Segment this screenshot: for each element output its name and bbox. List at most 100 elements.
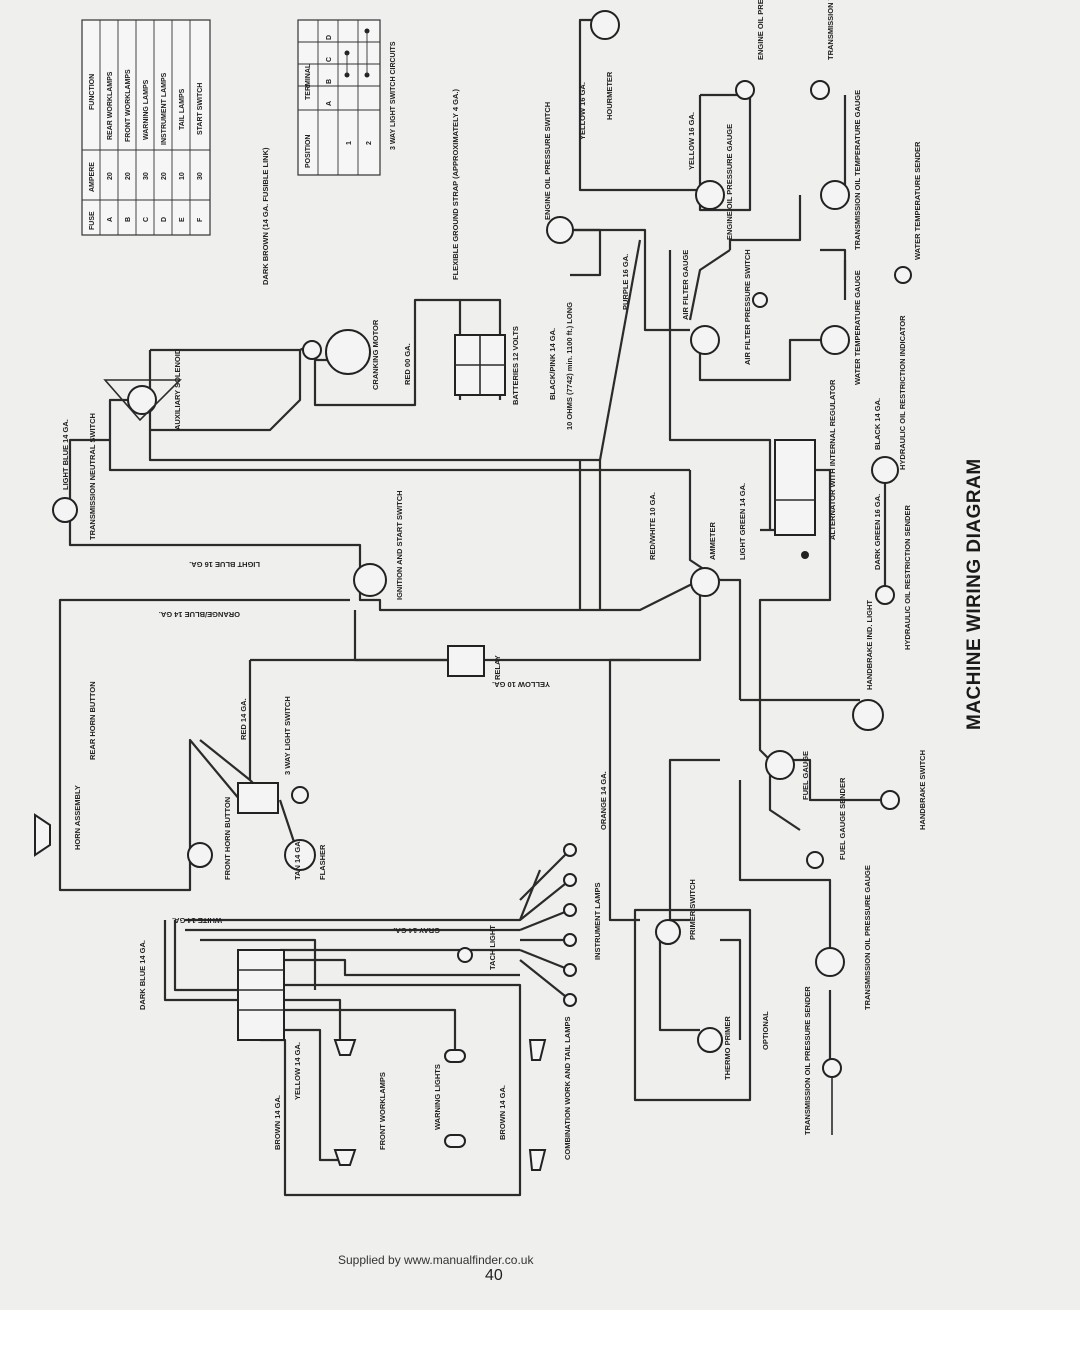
label: DARK GREEN 16 GA. [873, 494, 882, 570]
position-1: 1 [346, 141, 353, 145]
fuse-cell: C [143, 217, 150, 222]
handbrake-indicator-icon [852, 699, 884, 731]
warning-light-icon [444, 1049, 466, 1063]
label: ORANGE 14 GA. [599, 771, 608, 830]
fuse-header: FUSE [89, 211, 96, 230]
switch-table-frame [297, 19, 381, 176]
label: DARK BROWN (14 GA. FUSIBLE LINK) [261, 147, 270, 285]
label: YELLOW 14 GA. [293, 1042, 302, 1100]
ammeter-icon [690, 567, 720, 597]
primer-switch-icon [655, 919, 681, 945]
label: ENGINE OIL PRESSURE GAUGE [725, 124, 734, 240]
label: AUXILIARY SOLENOID [173, 348, 182, 430]
ignition-switch-icon [353, 563, 387, 597]
label: TRANSMISSION OIL PRESSURE GAUGE [863, 865, 872, 1010]
fuse-cell: 10 [179, 172, 186, 180]
label: CRANKING MOTOR [371, 319, 380, 390]
label: 10 OHMS (7742) min. 1100 ft.) LONG [565, 302, 574, 430]
alternator-icon [774, 439, 816, 536]
label: AMMETER [708, 522, 717, 560]
fuse-cell: START SWITCH [197, 83, 204, 135]
light-switch-icon [237, 782, 279, 814]
page-number: 40 [485, 1267, 503, 1284]
fuse-cell: WARNING LAMPS [143, 79, 150, 140]
air-filter-gauge-icon [690, 325, 720, 355]
terminal-d: D [326, 35, 333, 40]
label: HOURMETER [605, 71, 614, 120]
label: RED 00 GA. [403, 343, 412, 385]
relay-icon [447, 645, 485, 677]
instrument-lamp-icon [563, 993, 577, 1007]
flasher-icon [284, 839, 316, 871]
label: AIR FILTER GAUGE [681, 250, 690, 320]
label: WARNING LIGHTS [433, 1064, 442, 1130]
label: COMBINATION WORK AND TAIL LAMPS [563, 1017, 572, 1160]
label: PRIMER SWITCH [688, 879, 697, 940]
labels: YELLOW 16 GA. HOURMETER ENGINE OIL PRESS… [61, 0, 927, 1160]
fuse-cell: E [179, 217, 186, 222]
label: THERMO PRIMER [723, 1016, 732, 1080]
wires [58, 18, 887, 1197]
label: FUEL GAUGE [801, 751, 810, 800]
switch-table: TERMINAL POSITION A B C D 1 2 3 WAY LIGH… [297, 19, 397, 176]
label: TRANSMISSION OIL PRESSURE SENDER [803, 986, 812, 1135]
label: HYDRAULIC OIL RESTRICTION INDICATOR [898, 315, 907, 470]
label: OPTIONAL [761, 1011, 770, 1050]
trans-oil-sender-icon [822, 1058, 842, 1078]
label: LIGHT BLUE 14 GA. [61, 419, 70, 490]
fuel-gauge-icon [765, 750, 795, 780]
warning-light-icon [444, 1134, 466, 1148]
fuse-cell: 30 [197, 172, 204, 180]
engine-oil-sender-icon [735, 80, 755, 100]
fuse-cell: D [161, 217, 168, 222]
combination-lamp-icon [528, 1149, 547, 1171]
handbrake-switch-icon [880, 790, 900, 810]
label: WATER TEMPERATURE SENDER [913, 141, 922, 260]
label: TRANSMISSION NEUTRAL SWITCH [88, 413, 97, 540]
bottom-strip [0, 1310, 1080, 1356]
cranking-motor-icon [325, 329, 371, 375]
switch-table-caption: 3 WAY LIGHT SWITCH CIRCUITS [390, 41, 397, 150]
position-header: POSITION [305, 135, 312, 168]
terminal-b: B [326, 79, 333, 84]
fuse-cell: 20 [161, 172, 168, 180]
label: TAN 14 GA. [293, 839, 302, 880]
front-worklamp-icon [333, 1039, 357, 1056]
label: GRAY 14 GA. [393, 926, 440, 935]
label: FLASHER [318, 844, 327, 880]
fuse-cell: A [107, 217, 114, 222]
label: TRANSMISSION OIL TEMPERATURE GAUGE [853, 90, 862, 250]
label: YELLOW 16 GA. [578, 82, 587, 140]
trans-temp-sender-icon [810, 80, 830, 100]
label: RELAY [493, 655, 502, 680]
label: PURPLE 16 GA. [621, 254, 630, 310]
terminal-header: TERMINAL [305, 63, 312, 100]
footer-credit: Supplied by www.manualfinder.co.uk [338, 1253, 534, 1267]
label: HANDBRAKE SWITCH [918, 750, 927, 830]
terminal-a: A [326, 101, 333, 106]
water-temp-gauge-icon [820, 325, 850, 355]
label: RED 14 GA. [239, 698, 248, 740]
trans-oil-gauge-icon [815, 947, 845, 977]
engine-oil-gauge-icon [695, 180, 725, 210]
trans-neutral-switch-icon [52, 497, 78, 523]
thermo-primer-icon [697, 1027, 723, 1053]
fuse-cell: 30 [143, 172, 150, 180]
label: TRANSMISSION TEMPERATURE SENDER [826, 0, 835, 60]
instrument-lamp-icon [563, 843, 577, 857]
trans-temp-gauge-icon [820, 180, 850, 210]
label: HANDBRAKE IND. LIGHT [865, 600, 874, 690]
front-worklamp-icon [333, 1149, 357, 1166]
label: TACH LIGHT [488, 925, 497, 970]
fuse-block-icon [237, 949, 285, 1041]
components [34, 10, 912, 1171]
combination-lamp-icon [528, 1039, 547, 1061]
fuse-table-frame [81, 19, 211, 236]
fuse-cell: INSTRUMENT LAMPS [161, 72, 168, 145]
instrument-lamp-icon [563, 873, 577, 887]
terminal-c: C [326, 57, 333, 62]
label: BROWN 14 GA. [498, 1085, 507, 1140]
label: ALTERNATOR WITH INTERNAL REGULATOR [828, 379, 837, 540]
wiring-diagram: FUSE AMPERE FUNCTION A 20 REAR WORKLAMPS… [34, 0, 985, 1284]
